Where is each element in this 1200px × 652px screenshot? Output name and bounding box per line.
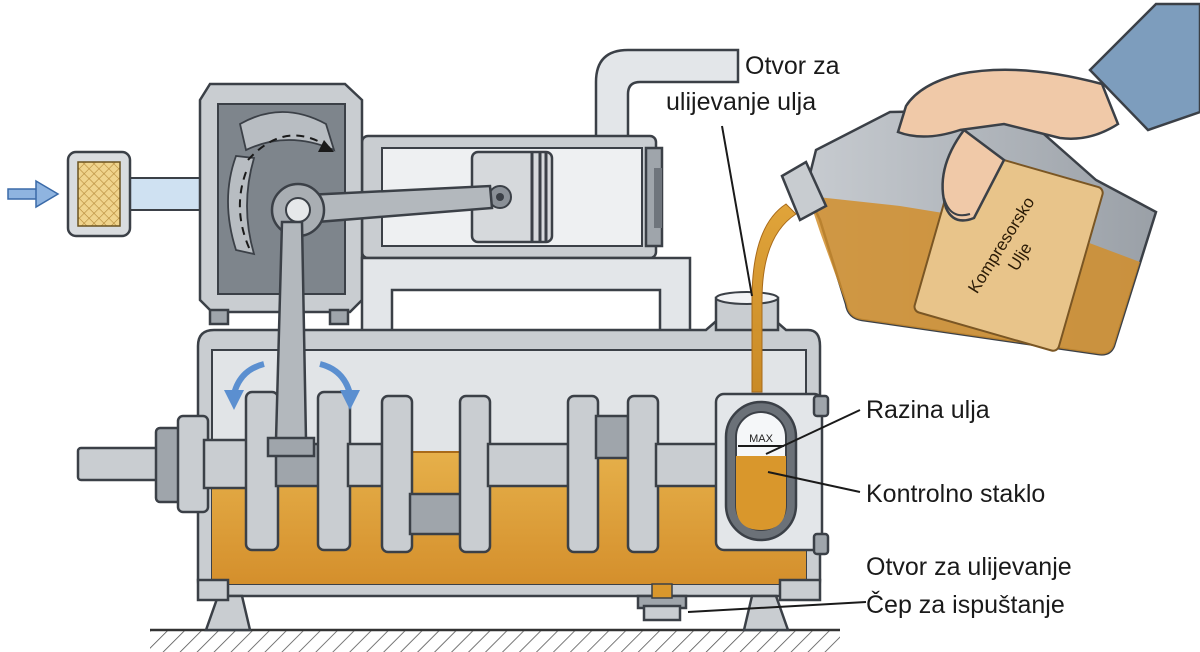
label-oil-level: Razina ulja bbox=[866, 396, 990, 424]
air-inlet bbox=[7, 150, 209, 238]
drain-plug bbox=[636, 583, 688, 622]
splash-arrow-right-icon bbox=[340, 390, 360, 410]
fill-neck bbox=[714, 291, 780, 332]
rotation-arrow-icon bbox=[318, 140, 334, 152]
sleeve bbox=[1088, 2, 1200, 132]
inlet-arrow-icon bbox=[7, 179, 60, 209]
label-fill-top-line2: ulijevanje ulja bbox=[666, 88, 816, 116]
label-fill-top-line1: Otvor za bbox=[745, 52, 840, 80]
thumb bbox=[941, 128, 1006, 222]
frame-columns bbox=[360, 256, 692, 342]
leader-sight-glass bbox=[767, 471, 861, 493]
leader-fill-top bbox=[721, 125, 753, 297]
oil-splash-arrows bbox=[224, 361, 360, 410]
splash-arrow-left-icon bbox=[224, 390, 244, 410]
leader-drain bbox=[687, 601, 867, 613]
filter-mesh bbox=[77, 161, 121, 227]
label-drain-plug: Čep za ispuštanje bbox=[866, 590, 1065, 619]
fill-tube-top bbox=[594, 48, 740, 172]
ground bbox=[150, 628, 840, 652]
crankshaft bbox=[76, 390, 720, 554]
leader-oil-level bbox=[765, 409, 861, 455]
oil-stream bbox=[751, 203, 797, 393]
max-mark: MAX bbox=[749, 433, 774, 445]
connecting-rod-lower bbox=[266, 220, 316, 458]
hand bbox=[896, 2, 1200, 222]
sight-glass-panel: MAX bbox=[714, 392, 830, 556]
label-fill-opening: Otvor za ulijevanje bbox=[866, 553, 1072, 581]
label-sight-glass: Kontrolno staklo bbox=[866, 480, 1045, 508]
